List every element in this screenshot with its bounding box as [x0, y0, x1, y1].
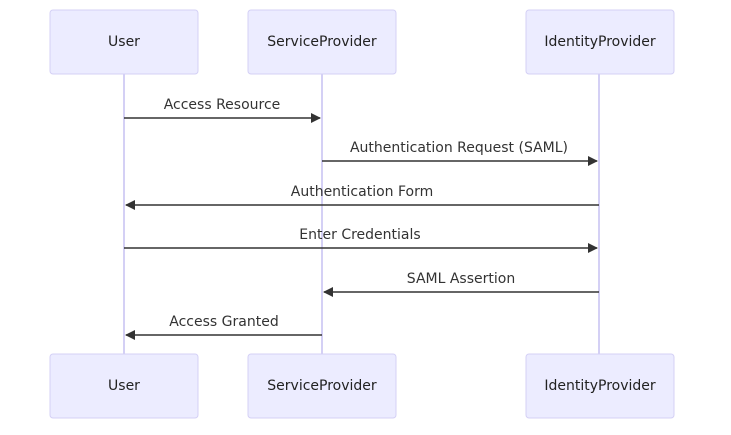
- message-access-granted: Access Granted: [125, 314, 322, 340]
- actor-top-identity-provider: IdentityProvider: [525, 9, 675, 75]
- message-access-resource: Access Resource: [124, 97, 321, 123]
- message-authentication-request: Authentication Request (SAML): [322, 140, 598, 166]
- actor-label: User: [108, 378, 140, 394]
- message-authentication-form: Authentication Form: [125, 184, 599, 210]
- actor-top-service-provider: ServiceProvider: [247, 9, 397, 75]
- actor-bottom-identity-provider: IdentityProvider: [525, 353, 675, 419]
- actor-label: ServiceProvider: [267, 34, 377, 50]
- actor-label: ServiceProvider: [267, 378, 377, 394]
- message-label: SAML Assertion: [407, 271, 515, 287]
- message-label: Access Granted: [169, 314, 278, 330]
- actor-label: User: [108, 34, 140, 50]
- message-label: Authentication Form: [291, 184, 434, 200]
- actor-top-user: User: [49, 9, 199, 75]
- message-saml-assertion: SAML Assertion: [323, 271, 599, 297]
- message-enter-credentials: Enter Credentials: [124, 227, 598, 253]
- message-label: Enter Credentials: [299, 227, 420, 243]
- actor-label: IdentityProvider: [544, 34, 656, 50]
- message-label: Authentication Request (SAML): [350, 140, 568, 156]
- actor-label: IdentityProvider: [544, 378, 656, 394]
- message-label: Access Resource: [164, 97, 281, 113]
- actor-bottom-user: User: [49, 353, 199, 419]
- actor-bottom-service-provider: ServiceProvider: [247, 353, 397, 419]
